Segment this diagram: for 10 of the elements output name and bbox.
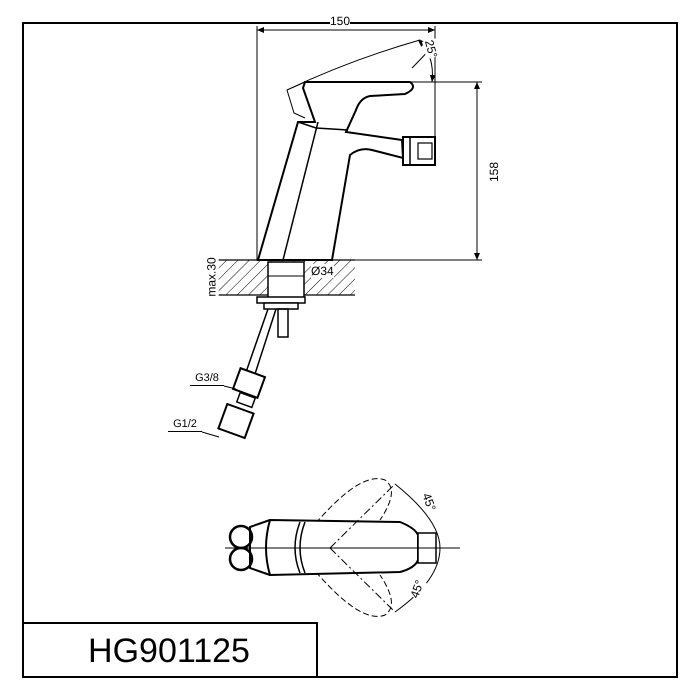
- thread-size-label: G1/2: [168, 418, 202, 432]
- thread-size-label: G3/8: [190, 372, 224, 386]
- dimension-label: 158: [487, 162, 502, 182]
- dimension-label: 150: [330, 14, 350, 28]
- dimension-label: Ø34: [311, 264, 334, 278]
- dimension-label: 25°: [422, 38, 440, 60]
- model-number-box: HG901125: [22, 622, 318, 678]
- dimension-label: max.30: [204, 257, 219, 297]
- leader-line: [202, 432, 220, 438]
- leader-line: [224, 386, 236, 390]
